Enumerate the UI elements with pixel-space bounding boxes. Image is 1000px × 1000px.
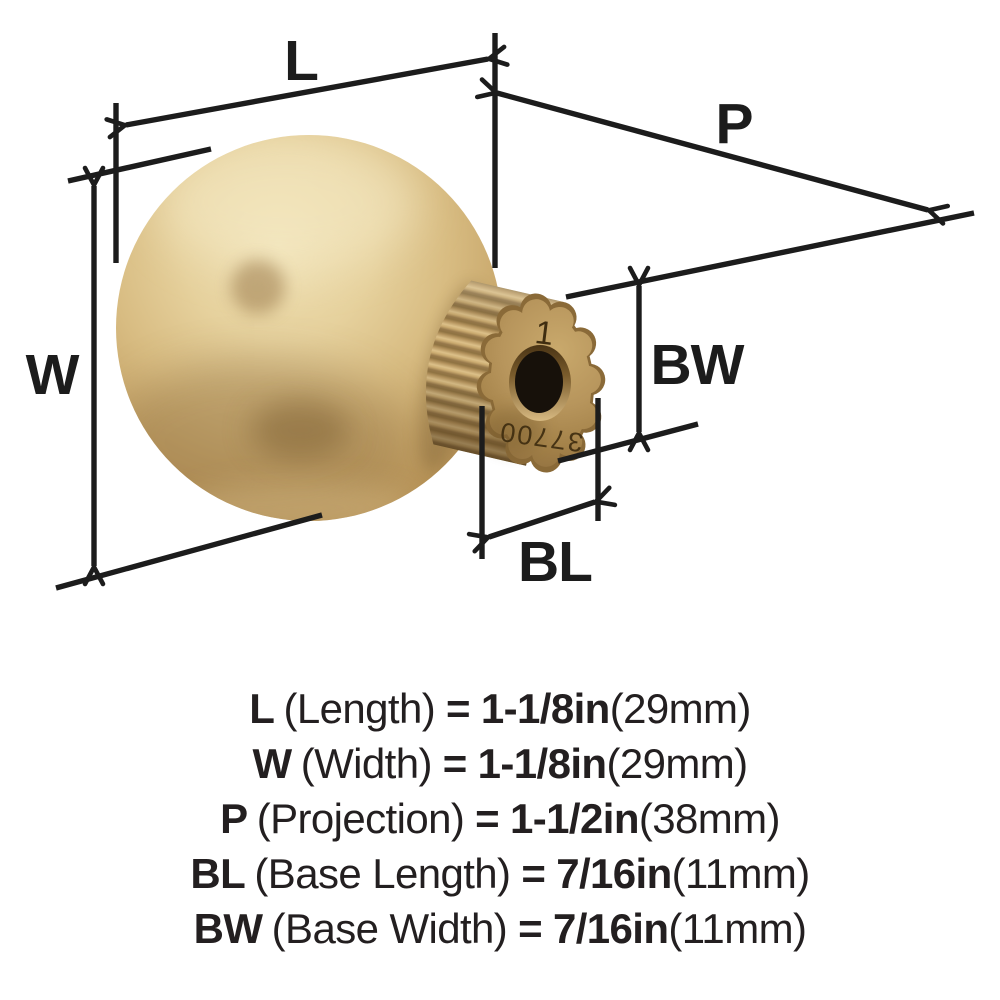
spec-name: (Length) <box>283 685 436 732</box>
spec-line-projection: P(Projection)=1-1/2in(38mm) <box>0 791 1000 846</box>
dimension-spec-list: L(Length)=1-1/8in(29mm) W(Width)=1-1/8in… <box>0 681 1000 956</box>
spec-imperial-value: 7/16in <box>552 905 669 952</box>
spec-equals: = <box>475 795 500 842</box>
sphere-dimple-shadow <box>231 260 285 314</box>
spec-line-base-width: BW(Base Width)=7/16in(11mm) <box>0 901 1000 956</box>
spec-metric-value: (38mm) <box>638 795 781 842</box>
dimension-lines <box>55 33 975 591</box>
spec-metric-value: (29mm) <box>606 740 748 787</box>
spec-abbr: BL <box>190 850 246 897</box>
mounting-hole <box>515 351 563 413</box>
sphere-top-highlight <box>156 135 420 272</box>
spec-abbr: BW <box>193 905 263 952</box>
dimension-labels: L P W BW BL <box>26 29 754 594</box>
spec-imperial-value: 1-1/8in <box>477 740 607 787</box>
spec-metric-value: (29mm) <box>609 685 752 732</box>
knob-illustration: 1 37700 <box>116 135 606 521</box>
spec-abbr: L <box>249 685 275 732</box>
spec-line-length: L(Length)=1-1/8in(29mm) <box>0 681 1000 736</box>
spec-equals: = <box>442 740 468 787</box>
spec-equals: = <box>518 905 543 952</box>
spec-imperial-value: 1-1/2in <box>510 795 639 842</box>
label-base-length: BL <box>518 530 592 594</box>
dim-arrow-length <box>104 44 510 140</box>
spec-name: (Base Width) <box>271 905 508 952</box>
label-base-width: BW <box>651 333 745 397</box>
spec-name: (Projection) <box>256 795 465 842</box>
sphere-reflected-light <box>182 482 418 521</box>
spec-name: (Base Length) <box>254 850 511 897</box>
label-width: W <box>26 343 80 407</box>
face-lower-shade <box>484 408 544 452</box>
knob-base-face: 1 37700 <box>476 293 606 473</box>
spec-abbr: W <box>252 740 292 787</box>
label-projection: P <box>715 92 752 156</box>
spec-imperial-value: 1-1/8in <box>480 685 610 732</box>
spec-equals: = <box>521 850 546 897</box>
ext-line-width-top <box>67 146 212 184</box>
face-number-marking: 1 <box>533 313 556 352</box>
spec-abbr: P <box>220 795 248 842</box>
spec-line-base-length: BL(Base Length)=7/16in(11mm) <box>0 846 1000 901</box>
label-length: L <box>284 29 318 93</box>
knob-dimension-diagram: 1 37700 L P W BW BL <box>26 29 975 594</box>
spec-line-width: W(Width)=1-1/8in(29mm) <box>0 736 1000 791</box>
spec-imperial-value: 7/16in <box>556 850 672 897</box>
dim-arrow-base-length <box>466 485 618 554</box>
spec-metric-value: (11mm) <box>668 905 807 952</box>
spec-name: (Width) <box>300 740 433 787</box>
spec-metric-value: (11mm) <box>671 850 811 897</box>
sphere-dark-smudge <box>250 400 350 460</box>
dim-arrow-projection <box>474 77 951 226</box>
ext-line-base-face-top <box>565 210 975 300</box>
spec-equals: = <box>446 685 471 732</box>
